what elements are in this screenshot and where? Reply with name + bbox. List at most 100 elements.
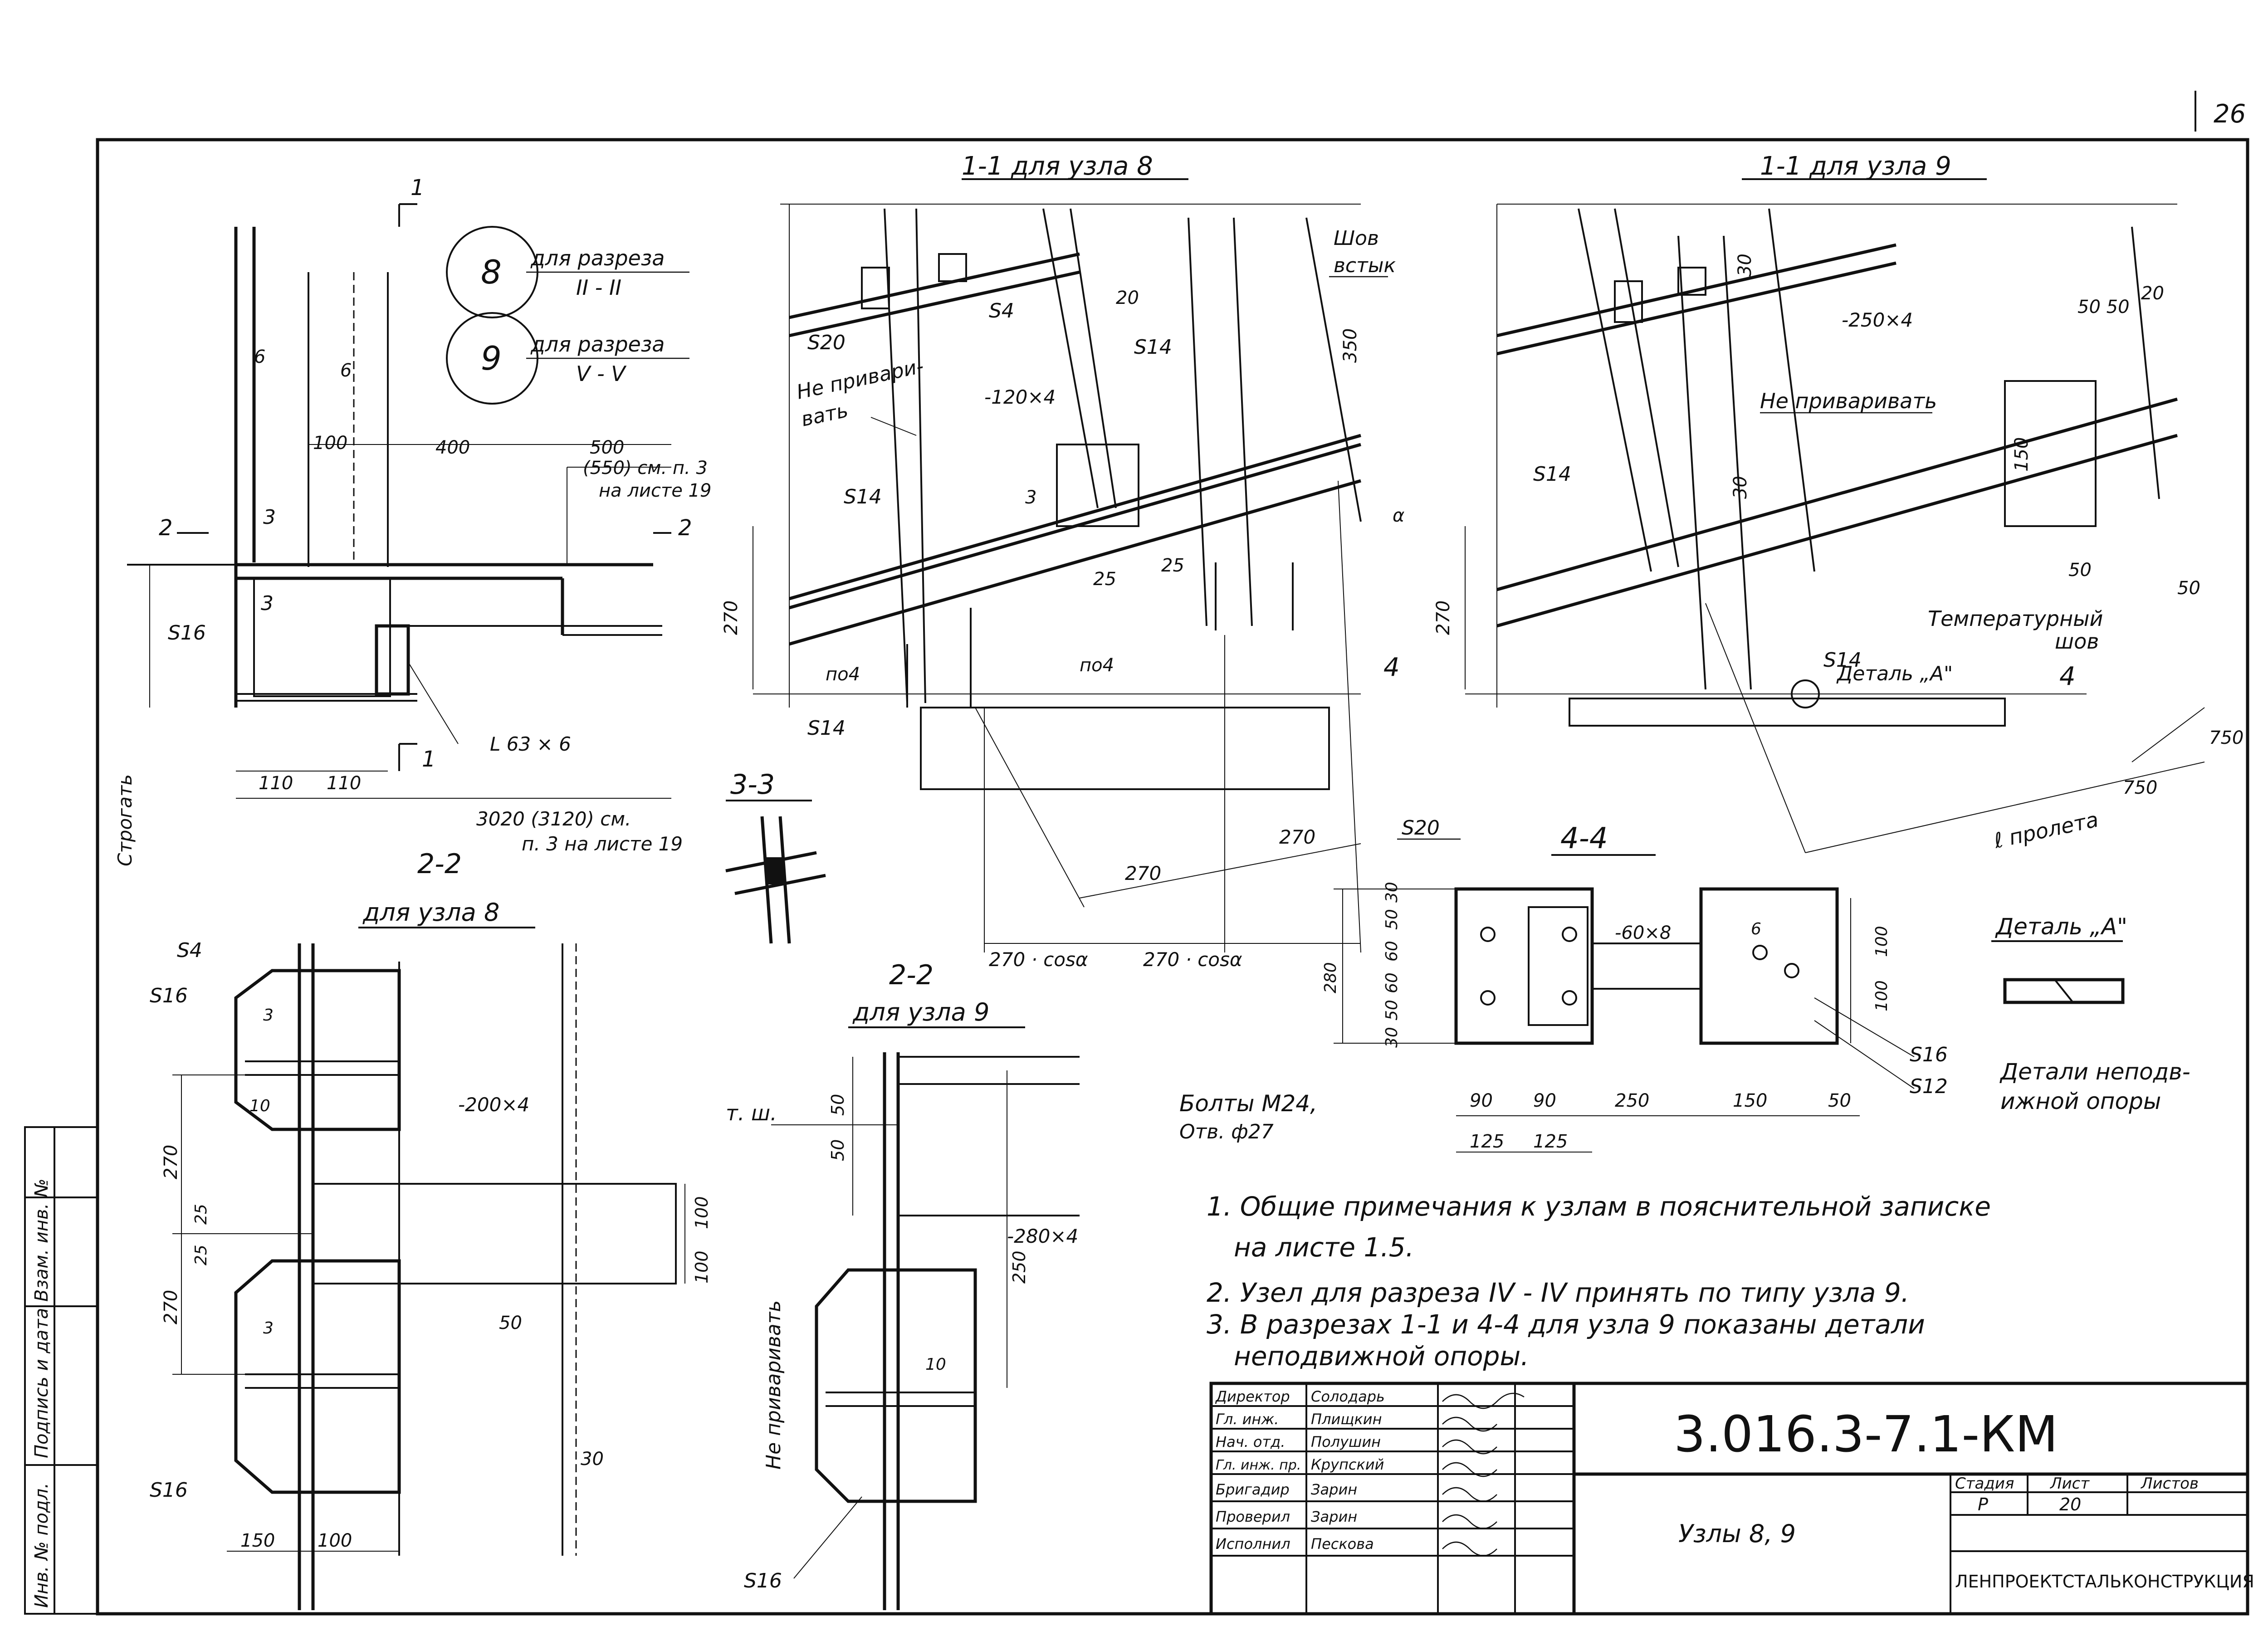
svg-text:30: 30 — [1383, 882, 1401, 903]
svg-text:S14: S14 — [1823, 649, 1862, 672]
svg-text:-280×4: -280×4 — [1007, 1225, 1078, 1247]
svg-text:100: 100 — [1872, 980, 1891, 1011]
svg-text:Пескова: Пескова — [1311, 1535, 1374, 1553]
view-title-1-1-node9: 1-1 для узла 9 — [1760, 151, 1951, 181]
svg-text:50 50: 50 50 — [2077, 297, 2130, 317]
svg-text:Болты М24,: Болты М24, — [1179, 1090, 1317, 1117]
svg-text:250: 250 — [1009, 1250, 1029, 1284]
svg-text:50: 50 — [499, 1313, 522, 1333]
view-title-detail-a: Деталь „А" — [1995, 913, 2127, 940]
svg-text:750: 750 — [2209, 728, 2244, 748]
svg-text:20: 20 — [2059, 1494, 2081, 1514]
svg-text:Нач. отд.: Нач. отд. — [1216, 1433, 1285, 1450]
svg-text:20: 20 — [1116, 288, 1139, 308]
note-1b: на листе 1.5. — [1234, 1232, 1414, 1263]
view-title-2-2-node9-b: для узла 9 — [852, 998, 989, 1026]
view-title-4-4: 4-4 — [1560, 822, 1608, 855]
section-1-1-node-8: 1-1 для узла 8 S20 S4 S14 S14 — [721, 151, 1404, 971]
svg-text:110: 110 — [259, 773, 293, 794]
svg-text:3: 3 — [263, 1006, 274, 1025]
svg-text:125: 125 — [1470, 1131, 1504, 1152]
svg-text:25: 25 — [1161, 555, 1184, 576]
svg-text:270 · cosα: 270 · cosα — [989, 948, 1088, 971]
svg-text:встык: встык — [1334, 254, 1396, 277]
svg-text:Директор: Директор — [1215, 1388, 1290, 1405]
view-title-2-2-node9-a: 2-2 — [889, 959, 934, 991]
svg-text:S16: S16 — [150, 1479, 188, 1502]
drawing-code: 3.016.3-7.1-КМ — [1674, 1405, 2058, 1463]
svg-text:Плищкин: Плищкин — [1311, 1411, 1382, 1428]
svg-text:270: 270 — [161, 1290, 181, 1324]
circle-8: 8 — [481, 253, 502, 291]
svg-text:Не приваривать: Не приваривать — [762, 1300, 785, 1470]
svg-text:Листов: Листов — [2140, 1475, 2199, 1493]
svg-text:вать: вать — [799, 399, 850, 431]
svg-text:(550) см. п. 3: (550) см. п. 3 — [583, 458, 708, 479]
svg-text:Исполнил: Исполнил — [1216, 1535, 1290, 1553]
svg-text:110: 110 — [327, 773, 361, 794]
svg-text:25: 25 — [192, 1204, 210, 1225]
svg-text:100: 100 — [313, 433, 347, 454]
svg-text:6: 6 — [340, 360, 352, 381]
svg-text:100: 100 — [692, 1250, 712, 1284]
svg-text:50: 50 — [1383, 909, 1401, 930]
drawing-title: Узлы 8, 9 — [1678, 1519, 1796, 1548]
svg-text:Лист: Лист — [2049, 1475, 2090, 1493]
svg-text:1: 1 — [422, 747, 436, 772]
svg-text:S16: S16 — [1910, 1043, 1948, 1066]
svg-text:Бригадир: Бригадир — [1216, 1481, 1290, 1498]
svg-text:90: 90 — [1470, 1090, 1493, 1111]
svg-text:Шов: Шов — [1334, 227, 1379, 250]
svg-text:Подпись и дата: Подпись и дата — [31, 1308, 52, 1458]
svg-text:30: 30 — [1383, 1027, 1401, 1048]
svg-text:шов: шов — [2055, 629, 2099, 654]
svg-text:50: 50 — [2068, 560, 2092, 581]
svg-text:S20: S20 — [1402, 816, 1440, 840]
svg-text:10: 10 — [925, 1355, 946, 1374]
svg-text:3020 (3120) см.: 3020 (3120) см. — [476, 808, 631, 830]
note-3: 3. В разрезах 1-1 и 4-4 для узла 9 показ… — [1207, 1309, 1925, 1340]
svg-text:100: 100 — [318, 1530, 352, 1551]
svg-text:S16: S16 — [168, 621, 206, 645]
svg-text:S14: S14 — [844, 485, 882, 508]
detail-a: Деталь „А" — [1991, 913, 2127, 1004]
svg-text:ижной опоры: ижной опоры — [2000, 1088, 2161, 1114]
svg-text:S4: S4 — [177, 939, 202, 962]
general-notes: 1. Общие примечания к узлам в пояснитель… — [1207, 1191, 1991, 1372]
svg-text:Проверил: Проверил — [1216, 1508, 1290, 1525]
svg-text:по4: по4 — [1080, 655, 1114, 676]
svg-text:S14: S14 — [1533, 463, 1571, 486]
svg-text:Зарин: Зарин — [1311, 1508, 1357, 1525]
svg-text:250: 250 — [1615, 1090, 1649, 1111]
svg-text:Зарин: Зарин — [1311, 1481, 1357, 1498]
svg-text:270 · cosα: 270 · cosα — [1143, 948, 1242, 971]
section-1-1-node-9: 1-1 для узла 9 -250×4 30 30 50 50 20 Не … — [1433, 151, 2244, 853]
svg-text:270: 270 — [1279, 826, 1315, 848]
svg-text:Деталь „А": Деталь „А" — [1836, 662, 1953, 685]
svg-text:60: 60 — [1383, 941, 1401, 962]
svg-text:-250×4: -250×4 — [1842, 309, 1913, 331]
circle-9: 9 — [481, 339, 502, 377]
svg-text:для разреза: для разреза — [530, 332, 665, 357]
svg-text:100: 100 — [692, 1196, 712, 1229]
svg-text:270: 270 — [721, 601, 742, 635]
svg-text:3: 3 — [261, 592, 274, 615]
svg-text:II - II: II - II — [576, 275, 621, 300]
svg-text:для разреза: для разреза — [530, 246, 665, 270]
svg-text:280: 280 — [1321, 962, 1340, 993]
svg-text:90: 90 — [1533, 1090, 1556, 1111]
section-4-4: 4-4 S20 30 50 60 280 60 50 30 -60×8 6 90… — [1179, 816, 2190, 1153]
svg-text:на листе 19: на листе 19 — [599, 480, 711, 501]
svg-text:50: 50 — [828, 1094, 848, 1116]
svg-text:270: 270 — [1433, 601, 1454, 635]
svg-text:Р: Р — [1978, 1494, 1988, 1514]
organization: ЛЕНПРОЕКТСТАЛЬКОНСТРУКЦИЯ — [1955, 1572, 2254, 1592]
svg-text:50: 50 — [1383, 1000, 1401, 1021]
svg-text:125: 125 — [1533, 1131, 1568, 1152]
svg-text:S14: S14 — [807, 717, 846, 740]
view-title-1-1-node8: 1-1 для узла 8 — [962, 151, 1153, 181]
svg-text:150: 150 — [2011, 437, 2032, 472]
svg-text:S4: S4 — [989, 299, 1014, 322]
svg-text:Инв. № подл.: Инв. № подл. — [31, 1483, 52, 1608]
svg-text:S14: S14 — [1134, 336, 1172, 359]
